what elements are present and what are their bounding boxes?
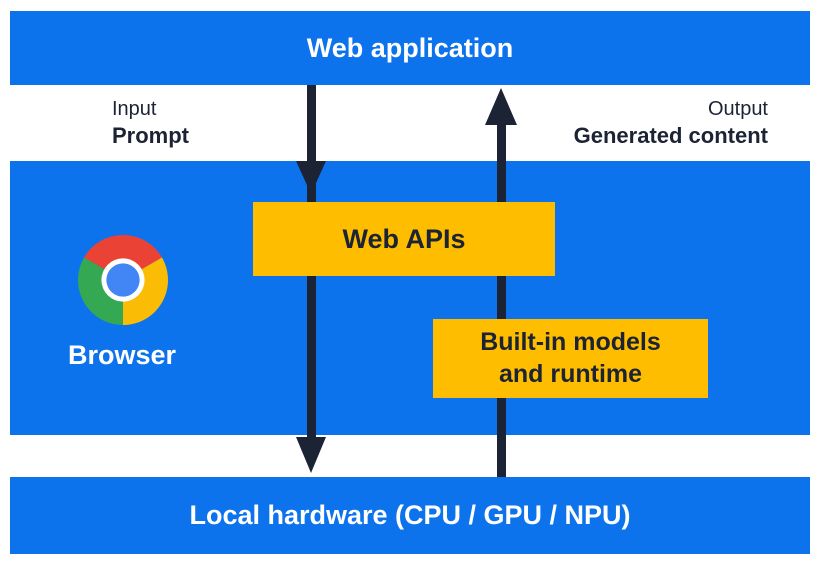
input-label-group: Input Prompt: [112, 96, 189, 149]
local-hardware-bar: Local hardware (CPU / GPU / NPU): [10, 477, 810, 554]
builtin-models-label-line2: and runtime: [498, 360, 643, 388]
output-flow-arrow-shaft: [497, 124, 506, 477]
builtin-models-label-line1: Built-in models: [480, 328, 661, 356]
chrome-icon: [78, 235, 168, 325]
web-application-label: Web application: [306, 33, 514, 63]
local-hardware-label: Local hardware (CPU / GPU / NPU): [189, 500, 631, 530]
down-arrowhead-icon-lower: [296, 437, 326, 473]
input-value: Prompt: [112, 123, 189, 148]
browser-label: Browser: [67, 340, 177, 370]
input-title: Input: [112, 98, 157, 120]
web-apis-box: Web APIs: [253, 202, 555, 276]
up-arrowhead-icon: [485, 88, 517, 125]
output-title: Output: [707, 98, 768, 120]
web-apis-label: Web APIs: [342, 224, 466, 254]
output-value: Generated content: [573, 123, 768, 148]
web-application-bar: Web application: [10, 11, 810, 85]
output-label-group: Output Generated content: [574, 96, 768, 149]
down-arrowhead-icon-upper: [296, 161, 326, 194]
builtin-models-box: Built-in models and runtime: [433, 319, 708, 398]
